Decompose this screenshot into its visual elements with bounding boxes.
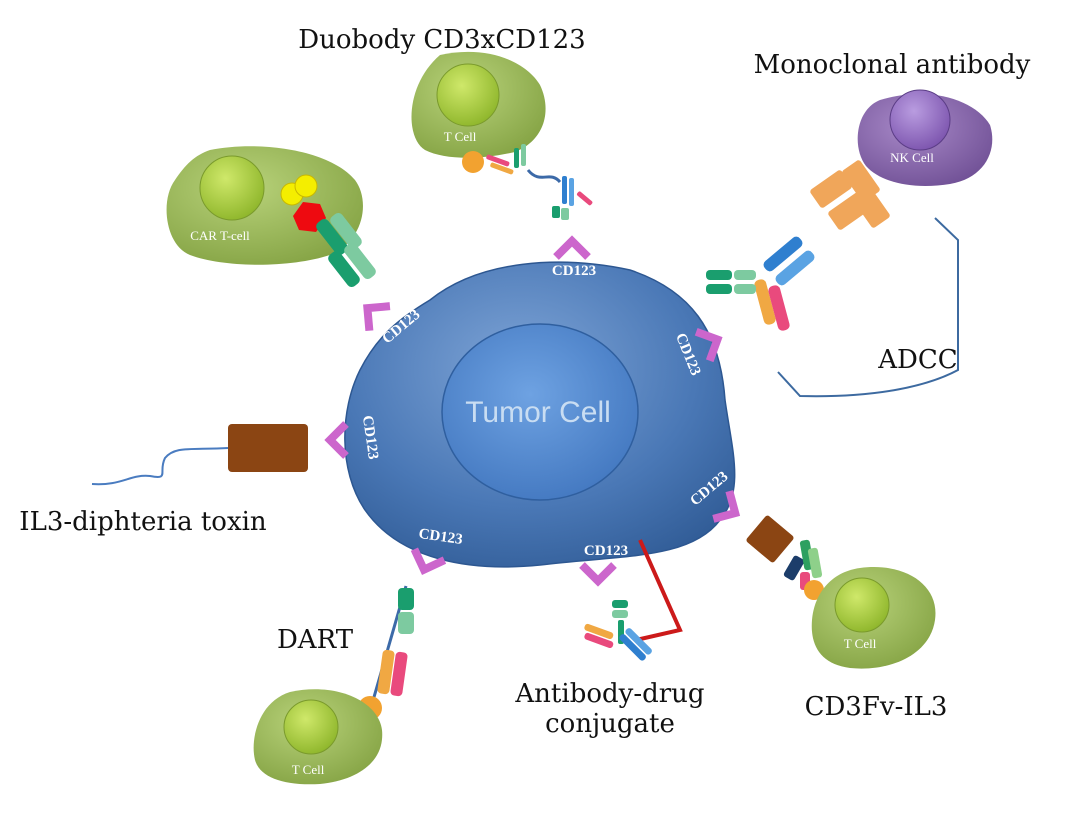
cd3fv-cd3-marker: [804, 580, 824, 600]
cd123-receptor-left: [330, 424, 346, 456]
dart-label: DART: [277, 625, 354, 655]
adc-label-line1: Antibody-drug: [514, 679, 704, 709]
duobody-t-cell-label: T Cell: [444, 129, 477, 144]
nk-cell-label: NK Cell: [890, 150, 934, 165]
fc-receptor: [810, 160, 890, 230]
monoclonal-group: Monoclonal antibody NK Cell ADCC: [706, 50, 1031, 398]
adc-group: Antibody-drug conjugate: [514, 539, 705, 739]
duobody-group: Duobody CD3xCD123 T Cell: [298, 25, 593, 220]
il3-toxin-group: IL3-diphteria toxin: [19, 424, 308, 537]
duobody-label: Duobody CD3xCD123: [298, 25, 585, 55]
duobody-cd3-marker: [462, 151, 484, 173]
dart-t-cell-nucleus: [283, 699, 339, 755]
monoclonal-antibody: [706, 236, 815, 331]
car-scfv: [316, 212, 376, 288]
toxin-tail: [91, 447, 229, 486]
cd3fv-t-cell-label: T Cell: [844, 636, 877, 651]
car-t-group: CAR T-cell: [166, 146, 376, 288]
tumor-cell: Tumor Cell: [344, 261, 736, 568]
dart-t-cell-label: T Cell: [292, 762, 325, 777]
cd3fv-il3-block: [746, 515, 794, 563]
adcc-bracket: [777, 217, 959, 398]
dart-group: DART T Cell: [253, 585, 414, 785]
monoclonal-label: Monoclonal antibody: [754, 50, 1031, 80]
tumor-cell-label: Tumor Cell: [465, 396, 611, 429]
cd123-receptor-bottom: [582, 565, 614, 581]
il3-toxin-block: [228, 424, 308, 472]
car-t-cell-label: CAR T-cell: [190, 228, 250, 243]
cd123-receptor-top: [556, 241, 588, 257]
tumor-nucleus: [441, 323, 639, 501]
cd123-receptor-upper-left: [357, 296, 390, 331]
adcc-label: ADCC: [877, 345, 957, 375]
duobody-t-cell-nucleus: [436, 63, 500, 127]
cd123-label-lower-left: CD123: [418, 526, 464, 548]
cd123-label-left: CD123: [359, 414, 381, 460]
duobody-antibody: [486, 144, 593, 220]
cd3fv-t-cell-nucleus: [834, 577, 890, 633]
cd123-label-bottom: CD123: [584, 543, 628, 559]
cd3fv-il3-group: T Cell CD3Fv-IL3: [746, 515, 948, 722]
car-t-cell-nucleus: [199, 155, 265, 221]
nk-cell-nucleus: [889, 89, 951, 151]
adc-linker: [635, 539, 683, 642]
car-costim-domain-2: [294, 174, 318, 198]
cd3fv-il3-label: CD3Fv-IL3: [805, 692, 948, 722]
cd123-label-top: CD123: [552, 263, 596, 279]
il3-toxin-label: IL3-diphteria toxin: [19, 507, 267, 537]
adc-label-line2: conjugate: [545, 709, 675, 739]
